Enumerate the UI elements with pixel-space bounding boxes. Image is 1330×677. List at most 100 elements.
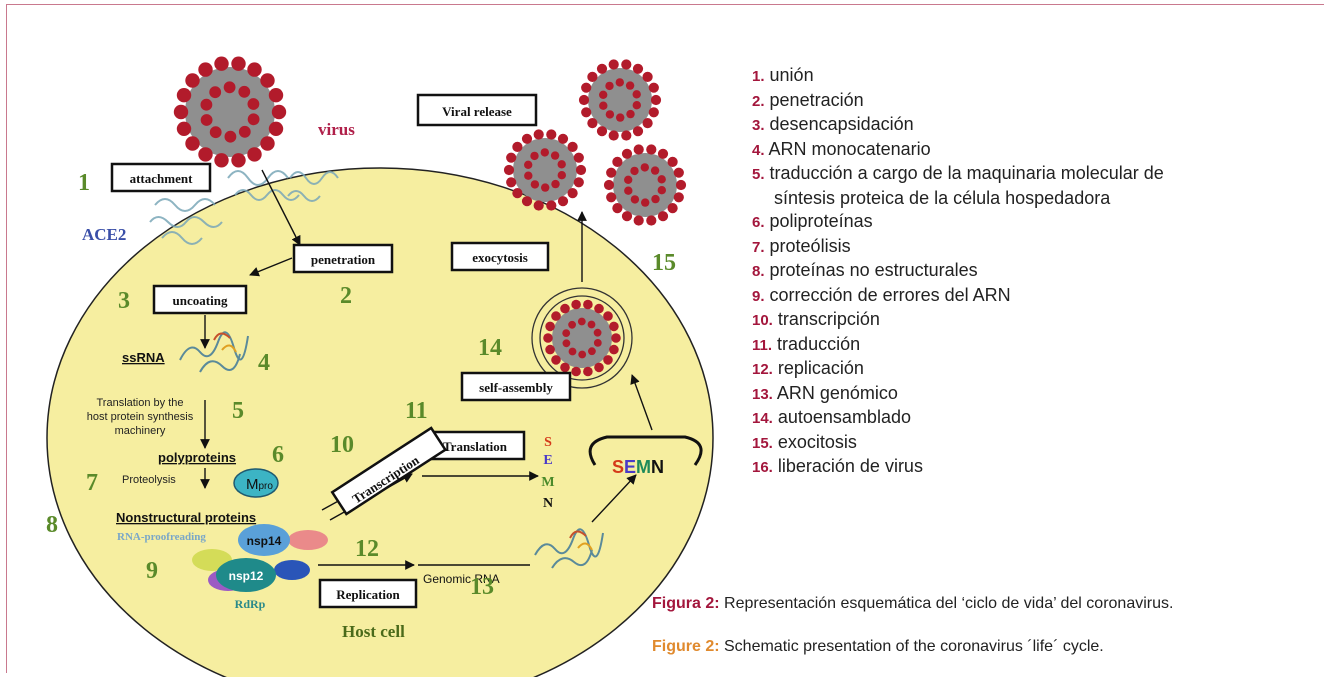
virus-spike xyxy=(575,164,587,176)
viral-release-label: Viral release xyxy=(442,104,512,119)
vesicle-inner xyxy=(539,295,625,381)
legend-item-number: 9. xyxy=(752,287,765,305)
virus-spike xyxy=(562,339,571,348)
virus-spike xyxy=(606,167,617,178)
virus-spike xyxy=(599,101,608,110)
step-number-8: 8 xyxy=(46,512,58,538)
virus-spike xyxy=(667,203,678,214)
legend-item-number: 5. xyxy=(752,166,765,183)
attachment-box xyxy=(110,162,212,193)
step-number-14: 14 xyxy=(478,335,502,361)
virus-spike xyxy=(621,130,632,141)
nsp14-label: nsp14 xyxy=(247,534,282,548)
legend-item-number: 6. xyxy=(752,214,765,231)
virus-body xyxy=(613,153,677,217)
virus-spike xyxy=(624,175,633,184)
virus-icon xyxy=(543,299,621,377)
legend-item-number: 14. xyxy=(752,410,773,427)
caption-spanish-label: Figura 2: xyxy=(652,595,720,612)
virus-spike xyxy=(593,339,602,347)
legend-item-number: 7. xyxy=(752,238,765,256)
legend-item-number: 15. xyxy=(752,434,773,452)
virus-spike xyxy=(615,78,624,87)
legend-item-text: traducción xyxy=(777,333,861,354)
virus-spike xyxy=(551,179,560,189)
virus-spike xyxy=(581,107,592,118)
legend-item-number: 2. xyxy=(752,92,765,110)
virus-spike xyxy=(626,109,635,119)
arrow-penetration-to-uncoating xyxy=(249,257,293,277)
legend-item-text: proteólisis xyxy=(769,235,851,256)
virus-spike xyxy=(583,366,593,377)
virus-spike xyxy=(651,194,660,204)
translation-host-line3: machinery xyxy=(115,425,166,437)
virus-spike xyxy=(200,98,213,111)
virus-spike xyxy=(603,179,615,191)
virus-spike xyxy=(541,183,550,192)
virus-spike xyxy=(214,153,229,168)
ssrna-icon xyxy=(179,331,249,373)
ssrna-label: ssRNA xyxy=(122,350,165,365)
semn-e-vertical: E xyxy=(543,453,552,468)
semn-loop xyxy=(588,435,703,466)
step-number-5: 5 xyxy=(232,398,244,424)
legend-item-number: 8. xyxy=(752,263,765,280)
virus-spike xyxy=(543,333,553,343)
virus-spike xyxy=(608,130,619,141)
virus-spike xyxy=(642,118,653,129)
virus-spike xyxy=(599,90,608,100)
nsp12-label: nsp12 xyxy=(229,569,264,583)
caption-english-text: Schematic presentation of the coronaviru… xyxy=(719,638,1104,655)
virus-spike xyxy=(231,56,246,71)
step-number-15: 15 xyxy=(652,250,676,276)
virus-spike xyxy=(673,192,684,203)
legend-item-text: transcripción xyxy=(777,309,880,329)
ace2-receptor-icon xyxy=(149,170,339,245)
virus-spike xyxy=(238,85,251,98)
virus-spike xyxy=(596,126,608,137)
virus-spike xyxy=(609,344,619,355)
attachment-label: attachment xyxy=(130,171,193,186)
translation-label: Translation xyxy=(443,439,508,454)
legend-item-text: poliproteínas xyxy=(769,211,873,231)
virus-spike xyxy=(560,362,570,373)
legend-item: 7. proteólisis xyxy=(752,235,1322,260)
virus-spike xyxy=(642,71,653,82)
replication-box xyxy=(318,578,418,609)
virus-spike xyxy=(224,130,237,143)
virus-spike xyxy=(568,347,577,356)
genomic-rna-label: Genomic RNA xyxy=(423,572,500,586)
virus-spike xyxy=(616,113,625,122)
virus-spike xyxy=(673,167,684,178)
virus-spike xyxy=(593,328,602,337)
virus-spike xyxy=(632,90,641,99)
caption-spanish-text: Representación esquemática del ‘ciclo de… xyxy=(719,595,1174,612)
virus-spike xyxy=(612,156,623,167)
virus-spike xyxy=(612,203,623,214)
arrow-virus-to-penetration xyxy=(261,169,301,246)
legend-item-text: replicación xyxy=(777,358,864,378)
virus-body xyxy=(552,308,612,368)
virus-spike xyxy=(506,177,517,188)
rdrp-label: RdRp xyxy=(235,597,266,611)
legend-item-text: proteínas no estructurales xyxy=(769,260,978,280)
host-cell-label: Host cell xyxy=(342,622,405,641)
step-number-10: 10 xyxy=(330,432,354,458)
virus-spike xyxy=(560,303,570,314)
virus-spike xyxy=(603,355,613,365)
virus-spike xyxy=(176,88,192,103)
virus-spike xyxy=(640,163,649,172)
legend-item: 9. corrección de errores del ARN xyxy=(752,284,1322,309)
legend-item: 16. liberación de virus xyxy=(752,455,1322,480)
virus-spike xyxy=(512,141,523,152)
virus-spike xyxy=(238,125,251,138)
virus-spike xyxy=(633,144,644,155)
virus-spike xyxy=(657,186,666,195)
virus-spike xyxy=(176,121,192,136)
virus-spike xyxy=(545,321,555,332)
nsp-complex-icon xyxy=(192,524,328,592)
step-number-3: 3 xyxy=(118,288,130,314)
legend-item: 8. proteínas no estructurales xyxy=(752,259,1322,284)
virus-spike xyxy=(567,141,578,152)
virus-spike xyxy=(577,317,586,326)
